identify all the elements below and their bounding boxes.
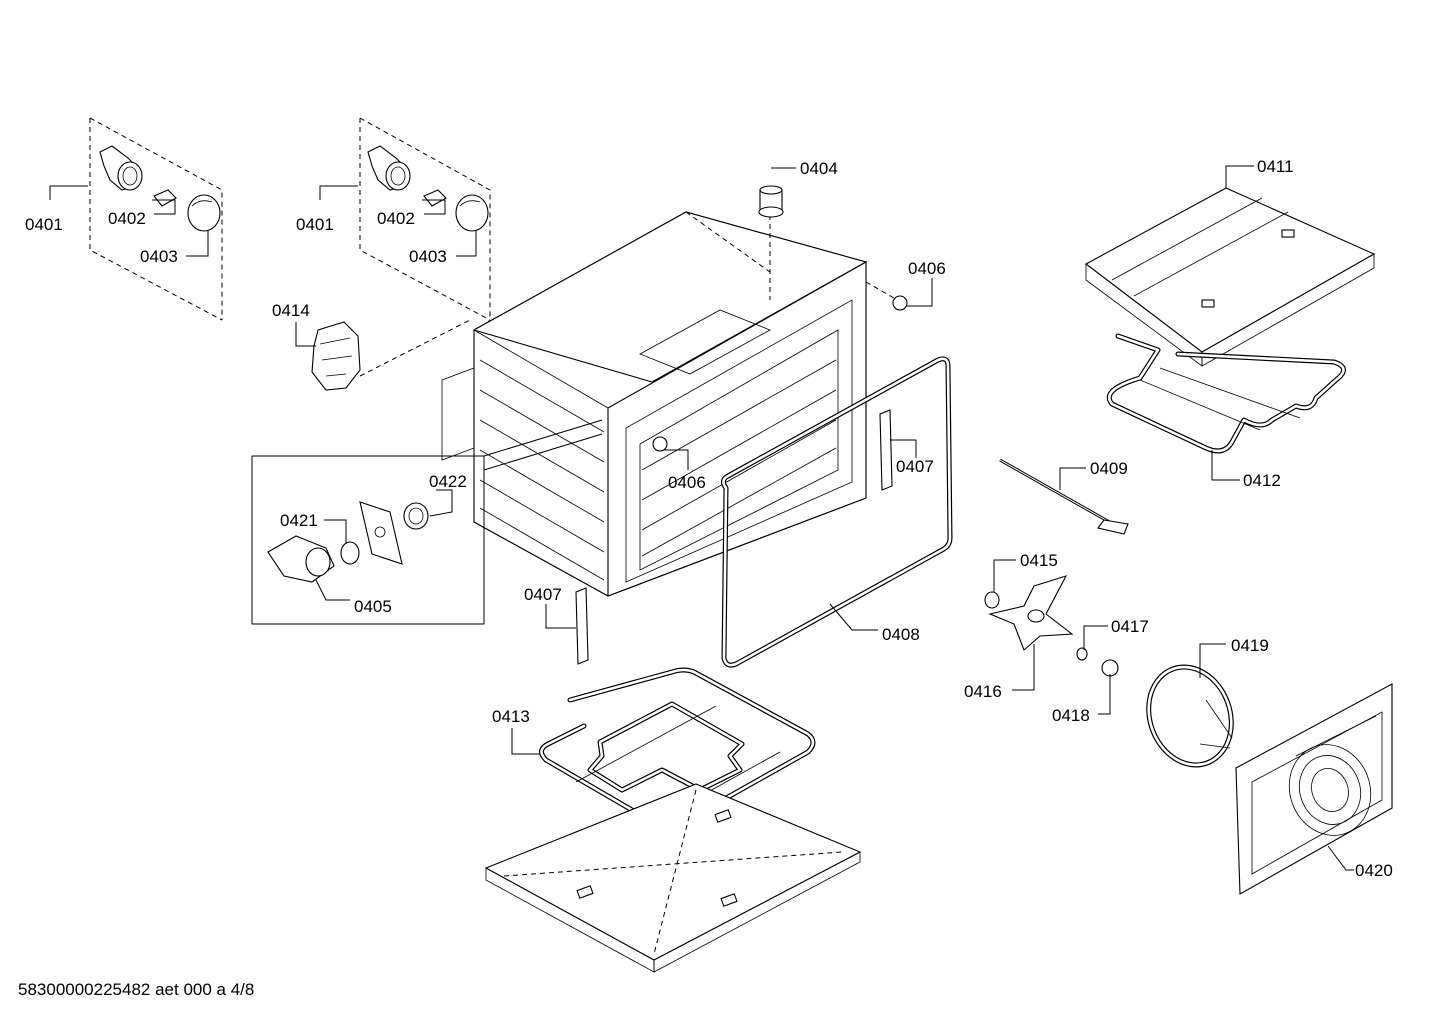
fan-nut-part <box>1076 625 1108 661</box>
rack-rail-part-right <box>879 409 917 491</box>
thermostat-switch-part <box>295 319 471 391</box>
lamp-assembly-group-a <box>49 117 223 321</box>
label-0412: 0412 <box>1243 471 1281 490</box>
label-0409: 0409 <box>1090 459 1128 478</box>
label-0415: 0415 <box>1020 551 1058 570</box>
label-0401-b: 0401 <box>296 215 334 234</box>
label-0422: 0422 <box>429 472 467 491</box>
temperature-sensor-part <box>999 458 1129 535</box>
label-0403-b: 0403 <box>409 247 447 266</box>
door-seal-part <box>720 356 953 668</box>
lamp-socket-part-b <box>367 145 411 191</box>
nut-part-a <box>865 278 933 311</box>
label-0413: 0413 <box>492 707 530 726</box>
label-0421: 0421 <box>280 511 318 530</box>
fan-wheel-part <box>988 575 1074 691</box>
washer-part <box>984 559 1016 609</box>
label-0408: 0408 <box>882 625 920 644</box>
ring-heating-element-part <box>1146 643 1234 768</box>
label-0419: 0419 <box>1231 636 1269 655</box>
label-0418: 0418 <box>1052 706 1090 725</box>
document-reference-footer: 58300000225482 aet 000 a 4/8 <box>18 980 255 999</box>
lamp-cover-part <box>187 194 221 232</box>
thermal-fuse-part <box>758 167 796 218</box>
lamp-detail-inset <box>251 419 603 625</box>
label-0414: 0414 <box>272 301 310 320</box>
lamp-cover-part-b <box>455 194 489 232</box>
label-0420: 0420 <box>1355 861 1393 880</box>
fan-spacer-part <box>1098 659 1119 715</box>
label-0401-a: 0401 <box>25 215 63 234</box>
label-0417: 0417 <box>1111 617 1149 636</box>
label-0402-a: 0402 <box>108 209 146 228</box>
label-0406-b: 0406 <box>668 473 706 492</box>
rack-rail-part-left <box>545 587 589 665</box>
label-0411: 0411 <box>1257 157 1294 176</box>
label-0406-a: 0406 <box>908 259 946 278</box>
grill-heating-element-part <box>1106 333 1346 481</box>
cavity-bottom-plate <box>484 783 862 973</box>
oven-cavity-part <box>441 206 868 597</box>
part-labels: 0401 0402 0403 0401 0402 0403 0404 0406 … <box>25 157 1393 880</box>
label-0403-a: 0403 <box>140 247 178 266</box>
label-0405: 0405 <box>354 597 392 616</box>
grill-reflector-part <box>1084 165 1376 367</box>
label-0402-b: 0402 <box>377 209 415 228</box>
lamp-bulb-part <box>153 189 177 207</box>
rear-panel-part <box>1235 683 1393 895</box>
lamp-socket-part <box>99 145 143 191</box>
label-0407-b: 0407 <box>524 585 562 604</box>
nut-part-b <box>652 436 689 470</box>
label-0404: 0404 <box>800 159 838 178</box>
label-0407-a: 0407 <box>896 457 934 476</box>
lamp-bulb-part-b <box>423 189 447 207</box>
lamp-assembly-group-b <box>319 117 491 331</box>
label-0416: 0416 <box>964 682 1002 701</box>
